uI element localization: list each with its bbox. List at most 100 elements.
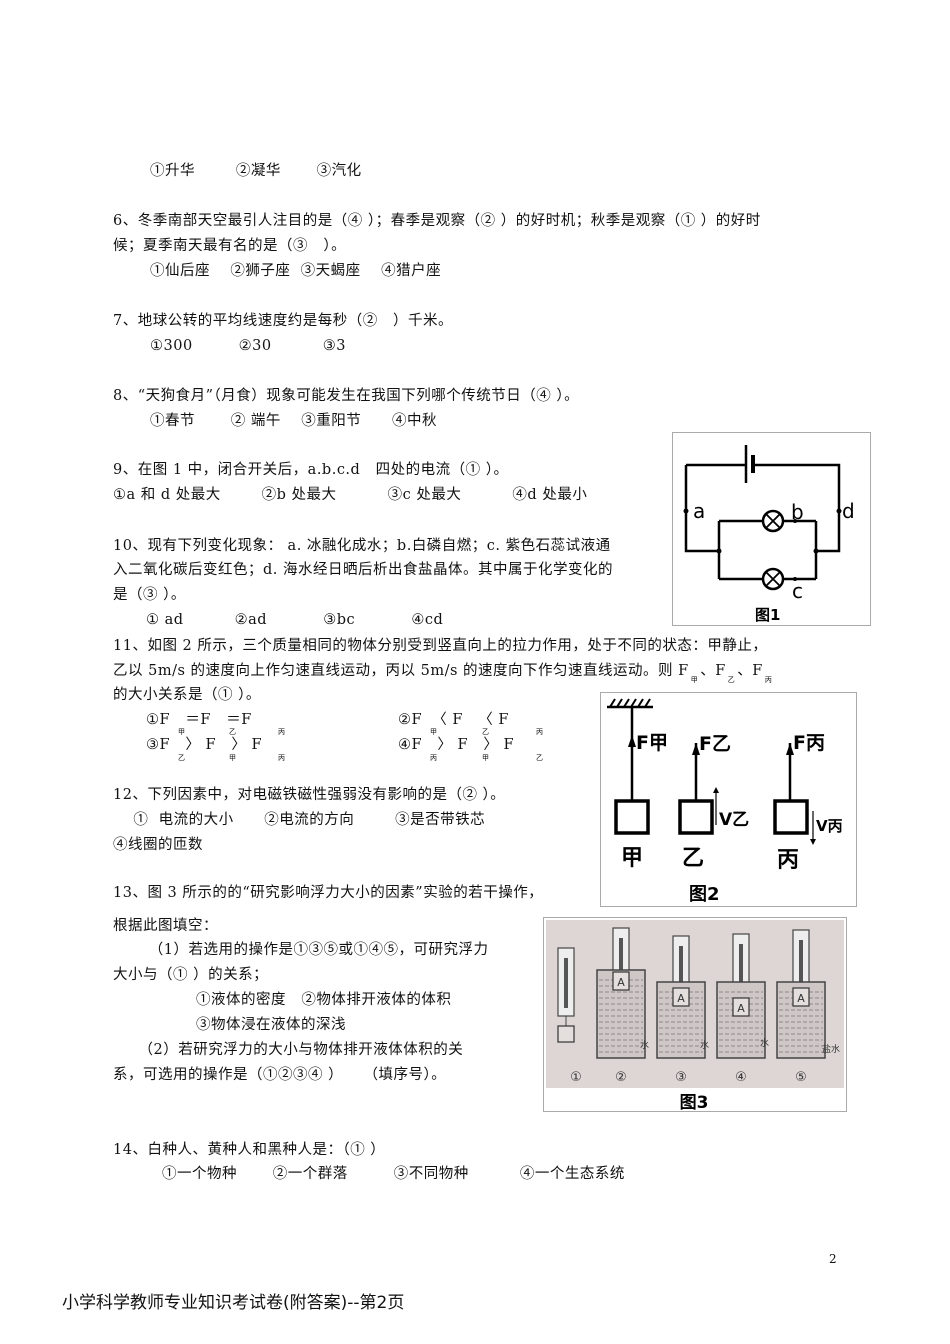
label-f-jia: F甲 (636, 732, 668, 754)
label-water: 水 (700, 1039, 709, 1051)
label-v-bing: V丙 (816, 817, 843, 835)
label-op-2: ② (615, 1070, 627, 1085)
figure-1-circuit: a b c d 图1 (672, 432, 871, 626)
q10-text-2: 入二氧化碳后变红色；d. 海水经日晒后析出食盐晶体。其中属于化学变化的 (113, 562, 613, 578)
forces-diagram: F甲 F乙 F丙 V乙 V丙 甲 乙 丙 图2 (607, 698, 843, 905)
q12-text: 12、下列因素中，对电磁铁磁性强弱没有影响的是（② ）。 (113, 787, 506, 803)
figure-1-caption: 图1 (755, 606, 780, 624)
q10-text-3: 是（③ ）。 (113, 587, 186, 603)
q11-text-2: 乙以 5m/s 的速度向上作匀速直线运动，丙以 5m/s 的速度向下作匀速直线运… (113, 661, 774, 684)
block-yi (678, 799, 714, 835)
subscript: 丙 (536, 728, 544, 736)
block-label: A (617, 976, 625, 989)
circuit-diagram: a b c d 图1 (683, 445, 855, 624)
separator: 、 (737, 663, 753, 679)
q11-option-4: ④F 〉 F 〉 F (398, 737, 515, 753)
label-op-5: ⑤ (795, 1070, 807, 1085)
buoyancy-experiment-diagram: A A A A ① ② ③ ④ ⑤ 水 水 水 盐水 图3 (546, 920, 844, 1113)
f-symbol: F (752, 663, 763, 679)
q13-options-2: ③物体浸在液体的深浅 (196, 1017, 346, 1033)
footer-title: 小学科学教师专业知识考试卷(附答案)--第2页 (62, 1293, 405, 1313)
block-label: A (797, 992, 805, 1005)
q11-text: 11、如图 2 所示，三个质量相同的物体分别受到竖直向上的拉力作用，处于不同的状… (113, 638, 768, 654)
subscript: 丙 (430, 754, 438, 762)
subscript: 甲 (178, 728, 186, 736)
f-symbol: F (678, 663, 689, 679)
spring-scale-indicator (564, 958, 568, 1008)
label-jia: 甲 (621, 846, 643, 871)
subscript: 乙 (727, 676, 736, 684)
subscript: 甲 (690, 676, 699, 684)
label-c: c (792, 579, 803, 603)
subscript: 丙 (278, 754, 286, 762)
q6-text: 6、冬季南部天空最引人注目的是（④ ）；春季是观察（② ）的好时机；秋季是观察（… (113, 213, 761, 229)
q10-options: ① ad ②ad ③bc ④cd (146, 612, 444, 628)
q13-text: 13、图 3 所示的的“研究影响浮力大小的因素”实验的若干操作， (113, 885, 544, 901)
q13-options-1: ①液体的密度 ②物体排开液体的体积 (196, 992, 452, 1008)
q6-text-2: 候；夏季南天最有名的是（③ ）。 (113, 238, 347, 254)
subscript: 丙 (278, 728, 286, 736)
label-op-3: ③ (675, 1070, 687, 1085)
label-op-4: ④ (735, 1070, 747, 1085)
subscript: 甲 (482, 754, 490, 762)
q11-text-3: 的大小关系是（① ）。 (113, 687, 261, 703)
subscript: 乙 (536, 754, 544, 762)
q11-option-3: ③F 〉 F 〉 F (146, 737, 263, 753)
q12-options: ① 电流的大小 ②电流的方向 ③是否带铁芯 (113, 812, 486, 828)
subscript: 丙 (764, 676, 773, 684)
circuit-wire (684, 463, 841, 553)
lamp-c-icon (761, 567, 785, 591)
label-op-1: ① (570, 1070, 582, 1085)
q11-option-2: ②F 〈 F 〈 F (398, 712, 509, 728)
q13-text-3: （1）若选用的操作是①③⑤或①④⑤，可研究浮力 (113, 942, 489, 958)
block-a (792, 987, 810, 1007)
q10-text: 10、现有下列变化现象： a. 冰融化成水；b.白磷自燃；c. 紫色石蕊试液通 (113, 538, 611, 554)
figure-3-buoyancy: A A A A ① ② ③ ④ ⑤ 水 水 水 盐水 图3 (543, 917, 847, 1113)
q8-options: ①春节 ② 端午 ③重阳节 ④中秋 (150, 413, 437, 429)
q13-text-6: 系，可选用的操作是（①②③④ ） （填序号）。 (113, 1067, 447, 1083)
label-water: 水 (760, 1037, 769, 1049)
q12-options-2: ④线圈的匝数 (113, 837, 203, 853)
q5-options: ①升华 ②凝华 ③汽化 (150, 163, 362, 179)
page-number: 2 (829, 1252, 837, 1266)
q14-text: 14、白种人、黄种人和黑种人是：（① ） (113, 1142, 386, 1158)
spring-scale-indicator (679, 946, 683, 996)
q11-text-2-main: 乙以 5m/s 的速度向上作匀速直线运动，丙以 5m/s 的速度向下作匀速直线运… (113, 663, 679, 679)
label-yi: 乙 (682, 846, 704, 871)
label-water: 水 (640, 1039, 649, 1051)
figure-3-caption: 图3 (680, 1093, 709, 1111)
label-bing: 丙 (777, 848, 799, 873)
subscript: 乙 (229, 728, 237, 736)
f-symbol: F (715, 663, 726, 679)
label-salt-water: 盐水 (822, 1043, 840, 1055)
separator: 、 (700, 663, 716, 679)
block-label: A (677, 992, 685, 1005)
q7-text: 7、地球公转的平均线速度约是每秒（② ）千米。 (113, 313, 454, 329)
q9-options: ①a 和 d 处最大 ②b 处最大 ③c 处最大 ④d 处最小 (113, 487, 588, 503)
q13-text-5: （2）若研究浮力的大小与物体排开液体体积的关 (113, 1042, 464, 1058)
beaker (716, 981, 766, 1059)
q6-options: ①仙后座 ②狮子座 ③天蝎座 ④猎户座 (150, 263, 442, 279)
block-a (672, 987, 690, 1007)
subscript: 甲 (229, 754, 237, 762)
label-v-yi: V乙 (719, 810, 749, 830)
block-bing (773, 799, 809, 835)
spring-scale-indicator (619, 938, 623, 988)
q13-text-4: 大小与（① ）的关系； (113, 967, 269, 983)
q14-options: ①一个物种 ②一个群落 ③不同物种 ④一个生态系统 (162, 1166, 625, 1182)
q11-option-1: ①F ＝F ＝F (146, 712, 252, 728)
block-a (612, 971, 630, 991)
label-f-yi: F乙 (699, 733, 731, 755)
q9-text: 9、在图 1 中，闭合开关后，a.b.c.d 四处的电流（① ）。 (113, 462, 509, 478)
q7-options: ①300 ②30 ③3 (150, 338, 346, 354)
subscript: 乙 (482, 728, 490, 736)
block-jia (614, 799, 650, 835)
label-b: b (791, 500, 804, 524)
q8-text: 8、“天狗食月”（月食）现象可能发生在我国下列哪个传统节日（④ ）。 (113, 388, 580, 404)
subscript: 乙 (178, 754, 186, 762)
label-f-bing: F丙 (793, 732, 825, 754)
block-label: A (737, 1002, 745, 1015)
lamp-b-icon (761, 509, 785, 533)
q13-text-2: 根据此图填空： (113, 918, 218, 934)
